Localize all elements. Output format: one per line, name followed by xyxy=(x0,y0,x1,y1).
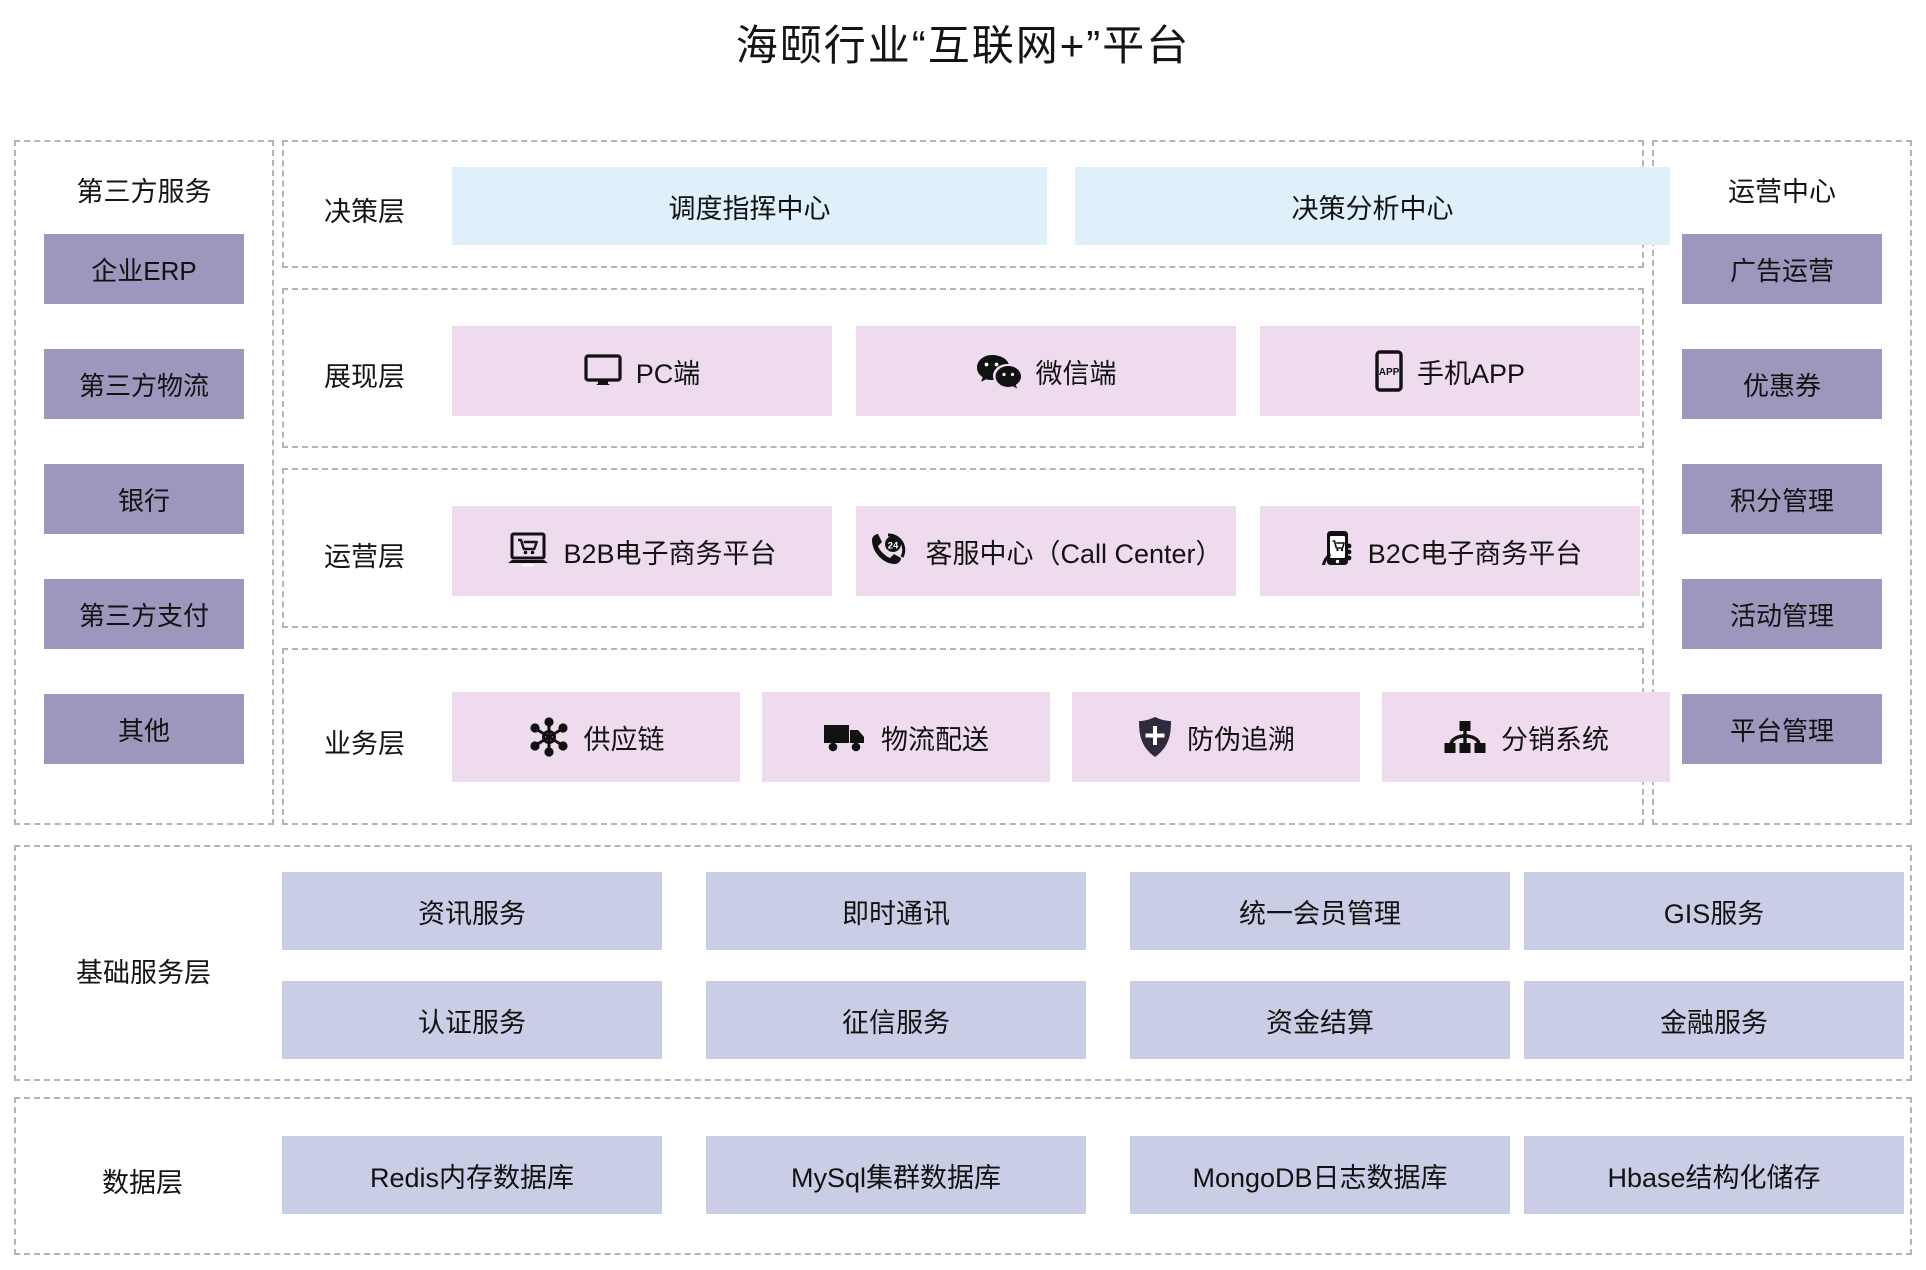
presentation-item-label: 手机APP xyxy=(1416,358,1526,389)
presentation-item-wechat[interactable]: 微信端 xyxy=(856,326,1236,416)
base-service-item-label: 统一会员管理 xyxy=(1239,898,1401,929)
data-layer-label: 数据层 xyxy=(102,1168,183,1198)
operations-center-panel: 运营中心 广告运营 优惠券 积分管理 活动管理 平台管理 xyxy=(1652,140,1912,825)
base-service-item-label: 征信服务 xyxy=(842,1007,950,1038)
operation-item-b2c[interactable]: B2C电子商务平台 xyxy=(1260,506,1640,596)
data-item-label: Hbase结构化储存 xyxy=(1607,1162,1821,1193)
business-item-distribution[interactable]: 分销系统 xyxy=(1382,692,1670,782)
business-item-label: 分销系统 xyxy=(1501,724,1609,755)
operations-item-coupon[interactable]: 优惠券 xyxy=(1682,349,1882,419)
shield-plus-icon xyxy=(1137,716,1173,758)
truck-icon xyxy=(823,721,867,753)
laptop-cart-icon xyxy=(507,532,549,570)
base-service-item-settlement[interactable]: 资金结算 xyxy=(1130,981,1510,1059)
third-party-item-logistics[interactable]: 第三方物流 xyxy=(44,349,244,419)
business-item-logistics[interactable]: 物流配送 xyxy=(762,692,1050,782)
network-nodes-icon xyxy=(528,716,570,758)
data-layer-panel: 数据层 Redis内存数据库 MySql集群数据库 MongoDB日志数据库 H… xyxy=(14,1097,1912,1255)
svg-text:24: 24 xyxy=(888,541,899,552)
base-service-item-label: GIS服务 xyxy=(1663,898,1765,929)
business-item-label: 防伪追溯 xyxy=(1187,724,1295,755)
data-item-mongodb[interactable]: MongoDB日志数据库 xyxy=(1130,1136,1510,1214)
third-party-services-heading: 第三方服务 xyxy=(76,177,212,207)
third-party-services-panel: 第三方服务 企业ERP 第三方物流 银行 第三方支付 其他 xyxy=(14,140,274,825)
base-service-item-gis[interactable]: GIS服务 xyxy=(1524,872,1904,950)
base-service-item-info[interactable]: 资讯服务 xyxy=(282,872,662,950)
base-service-layer-label: 基础服务层 xyxy=(76,958,211,988)
presentation-item-label: 微信端 xyxy=(1035,358,1117,389)
decision-layer-panel: 决策层 调度指挥中心 决策分析中心 xyxy=(282,140,1670,268)
page-title: 海颐行业“互联网+”平台 xyxy=(735,22,1191,69)
operation-layer-label: 运营层 xyxy=(324,542,405,572)
decision-item-dispatch-center[interactable]: 调度指挥中心 xyxy=(452,167,1047,245)
data-item-label: Redis内存数据库 xyxy=(369,1162,575,1193)
decision-layer-label: 决策层 xyxy=(324,197,405,227)
base-service-item-label: 金融服务 xyxy=(1660,1007,1768,1038)
third-party-item-bank[interactable]: 银行 xyxy=(44,464,244,534)
operations-item-points[interactable]: 积分管理 xyxy=(1682,464,1882,534)
business-layer-label: 业务层 xyxy=(324,729,405,759)
presentation-item-mobile-app[interactable]: APP 手机APP xyxy=(1260,326,1640,416)
operations-item-campaign[interactable]: 活动管理 xyxy=(1682,579,1882,649)
operations-item-platform[interactable]: 平台管理 xyxy=(1682,694,1882,764)
business-item-anti-counterfeit[interactable]: 防伪追溯 xyxy=(1072,692,1360,782)
base-service-item-label: 认证服务 xyxy=(418,1007,526,1038)
presentation-layer-panel: 展现层 PC端 xyxy=(282,288,1644,448)
base-service-item-im[interactable]: 即时通讯 xyxy=(706,872,1086,950)
presentation-item-label: PC端 xyxy=(635,358,701,389)
operation-layer-panel: 运营层 B2B电子商务平台 xyxy=(282,468,1644,628)
presentation-item-pc[interactable]: PC端 xyxy=(452,326,832,416)
operations-center-heading: 运营中心 xyxy=(1728,177,1836,207)
svg-text:APP: APP xyxy=(1379,367,1400,378)
business-item-label: 供应链 xyxy=(583,724,665,755)
operation-item-label: B2B电子商务平台 xyxy=(563,538,777,569)
business-item-supply-chain[interactable]: 供应链 xyxy=(452,692,740,782)
base-service-item-finance[interactable]: 金融服务 xyxy=(1524,981,1904,1059)
data-item-label: MySql集群数据库 xyxy=(790,1162,1001,1193)
third-party-item-payment[interactable]: 第三方支付 xyxy=(44,579,244,649)
operation-item-call-center[interactable]: 24 客服中心（Call Center） xyxy=(856,506,1236,596)
phone-24-icon: 24 xyxy=(869,531,911,571)
operation-item-label: B2C电子商务平台 xyxy=(1367,538,1583,569)
base-service-layer-panel: 基础服务层 资讯服务 即时通讯 统一会员管理 GIS服务 认证服务 征信服务 资… xyxy=(14,845,1912,1081)
data-item-label: MongoDB日志数据库 xyxy=(1192,1162,1448,1193)
monitor-icon xyxy=(584,354,622,388)
base-service-item-auth[interactable]: 认证服务 xyxy=(282,981,662,1059)
operation-item-b2b[interactable]: B2B电子商务平台 xyxy=(452,506,832,596)
mobile-app-icon: APP xyxy=(1375,350,1403,392)
base-service-item-label: 即时通讯 xyxy=(842,898,950,929)
data-item-redis[interactable]: Redis内存数据库 xyxy=(282,1136,662,1214)
hierarchy-icon xyxy=(1443,719,1487,755)
decision-item-label: 决策分析中心 xyxy=(1291,193,1454,224)
base-service-item-credit[interactable]: 征信服务 xyxy=(706,981,1086,1059)
operation-item-label: 客服中心（Call Center） xyxy=(925,538,1223,569)
data-item-mysql[interactable]: MySql集群数据库 xyxy=(706,1136,1086,1214)
decision-item-analysis-center[interactable]: 决策分析中心 xyxy=(1075,167,1670,245)
phone-cart-icon xyxy=(1318,529,1354,573)
business-item-label: 物流配送 xyxy=(881,724,989,755)
wechat-icon xyxy=(976,353,1022,389)
operations-item-ad[interactable]: 广告运营 xyxy=(1682,234,1882,304)
base-service-item-label: 资金结算 xyxy=(1266,1007,1374,1038)
third-party-item-other[interactable]: 其他 xyxy=(44,694,244,764)
business-layer-panel: 业务层 供应链 xyxy=(282,648,1670,825)
third-party-item-erp[interactable]: 企业ERP xyxy=(44,234,244,304)
data-item-hbase[interactable]: Hbase结构化储存 xyxy=(1524,1136,1904,1214)
presentation-layer-label: 展现层 xyxy=(324,362,405,392)
base-service-item-member[interactable]: 统一会员管理 xyxy=(1130,872,1510,950)
decision-item-label: 调度指挥中心 xyxy=(668,193,831,224)
base-service-item-label: 资讯服务 xyxy=(418,898,526,929)
